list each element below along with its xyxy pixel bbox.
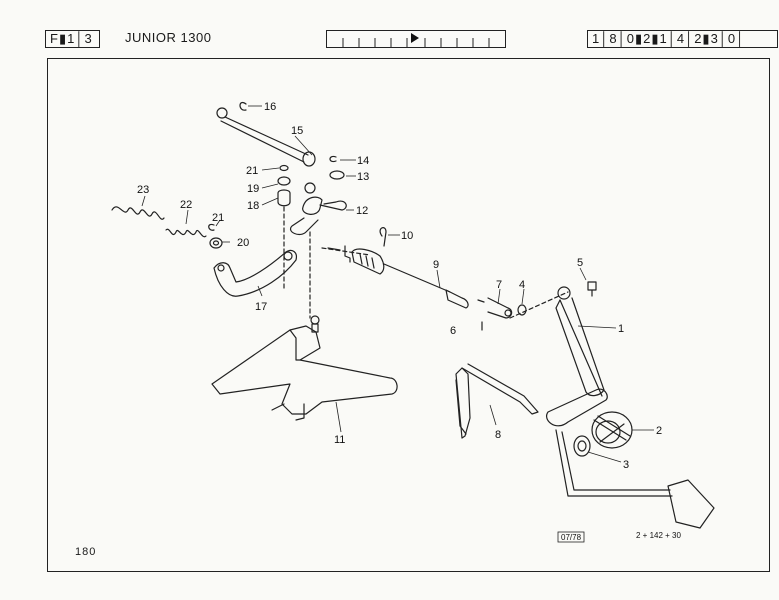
part-23-spring — [111, 206, 165, 220]
callout-14: 14 — [357, 155, 369, 167]
callout-21-lower: 21 — [212, 212, 224, 224]
section-code: F▮1│3 — [45, 30, 100, 48]
ref-code: 2 + 142 + 30 — [636, 531, 681, 540]
callout-13: 13 — [357, 171, 369, 183]
part-21-ring — [279, 164, 289, 172]
callout-3: 3 — [623, 459, 629, 471]
part-14-clip — [329, 155, 337, 163]
page-number: 180 — [75, 546, 97, 558]
callout-19: 19 — [247, 183, 259, 195]
index-bar — [326, 30, 506, 48]
callout-2: 2 — [656, 425, 662, 437]
callout-5: 5 — [577, 257, 583, 269]
part-21-clip — [208, 223, 215, 231]
callout-20: 20 — [237, 237, 249, 249]
callout-17: 17 — [255, 301, 267, 313]
callout-8: 8 — [495, 429, 501, 441]
part-19-washer — [277, 176, 291, 186]
model-title: JUNIOR 1300 — [125, 30, 212, 45]
part-17-arm — [213, 249, 297, 297]
part-12-lever — [290, 182, 347, 236]
part-1-pedal — [546, 286, 715, 529]
part-22-spring — [165, 228, 207, 238]
part-8-bracket — [455, 363, 539, 439]
callout-22: 22 — [180, 199, 192, 211]
guide-lines — [283, 206, 569, 319]
callout-7: 7 — [496, 279, 502, 291]
part-20-nut — [209, 237, 223, 249]
callout-23: 23 — [137, 184, 149, 196]
callout-4: 4 — [519, 279, 525, 291]
part-16-clip — [239, 102, 247, 111]
date-code-box — [557, 531, 585, 543]
callout-10: 10 — [401, 230, 413, 242]
callout-12: 12 — [356, 205, 368, 217]
callout-18: 18 — [247, 200, 259, 212]
callout-16: 16 — [264, 101, 276, 113]
part-13-washer — [329, 170, 345, 180]
part-7-fork — [477, 297, 513, 319]
part-11-bracket — [211, 315, 398, 421]
part-9-cable — [327, 245, 469, 309]
part-number: 1│8│0▮2▮1│4│2▮3│0│ — [587, 30, 778, 48]
index-marker-icon — [411, 32, 419, 43]
part-2-bushing — [591, 411, 633, 449]
part-15-rod — [216, 107, 316, 167]
date-code: 07/78 — [561, 533, 582, 542]
callout-15: 15 — [291, 125, 303, 137]
part-10-pin — [379, 227, 387, 247]
leader-lines — [141, 105, 654, 463]
part-18-bushing — [277, 189, 291, 207]
diagram-frame — [47, 58, 770, 572]
callout-21-upper: 21 — [246, 165, 258, 177]
callout-1: 1 — [618, 323, 624, 335]
part-4-nut — [517, 304, 527, 316]
callout-labels: 1 2 3 4 5 6 7 8 9 10 11 12 13 14 15 16 1… — [137, 101, 662, 471]
index-bar-ticks — [342, 32, 490, 47]
part-3-washer — [573, 435, 591, 457]
callout-9: 9 — [433, 259, 439, 271]
callout-6: 6 — [450, 325, 456, 337]
callout-11: 11 — [334, 434, 345, 446]
part-5-pin — [587, 281, 597, 297]
